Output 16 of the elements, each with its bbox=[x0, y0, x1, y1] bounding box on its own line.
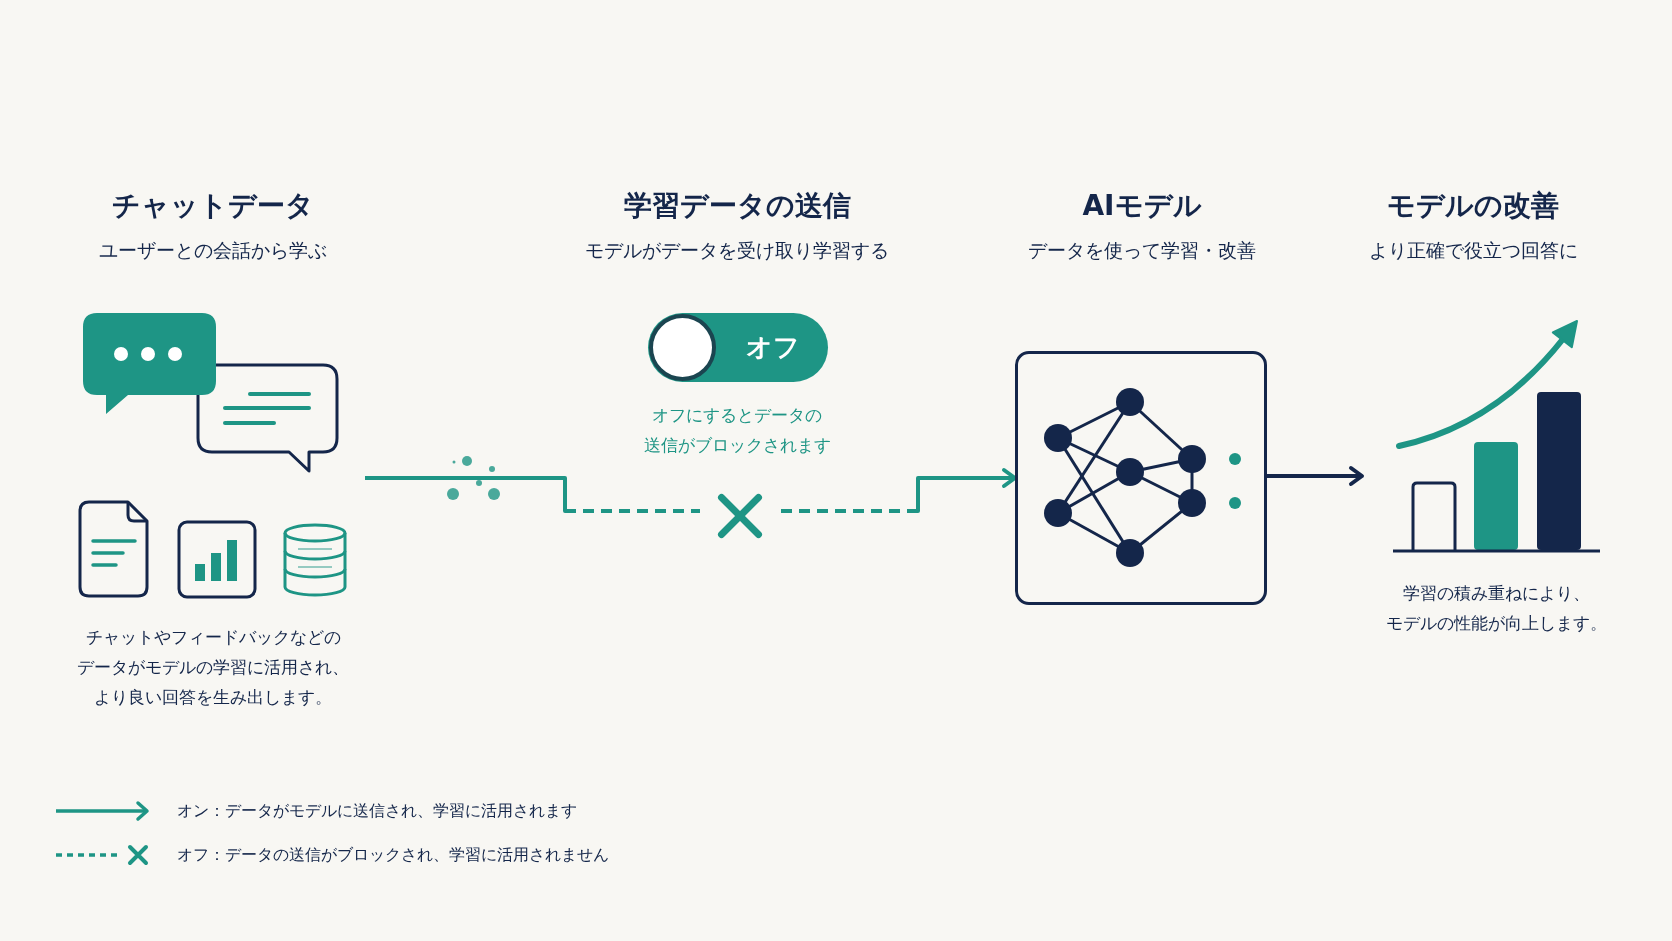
caption-text: 学習の積み重ねにより、モデルの性能が向上します。 bbox=[1385, 582, 1607, 635]
column-heading: モデルの改善 bbox=[1387, 188, 1559, 224]
toggle-switch: オフ bbox=[648, 313, 828, 382]
arrow bbox=[1267, 466, 1364, 486]
column-subtitle: ユーザーとの会話から学ぶ bbox=[99, 238, 327, 262]
caption-text: チャットやフィードバックなどのデータがモデルの学習に活用され、より良い回答を生み出します。 bbox=[77, 626, 349, 709]
column-subtitle: より正確で役立つ回答に bbox=[1368, 238, 1578, 262]
column-subtitle: モデルがデータを受け取り学習する bbox=[585, 238, 889, 262]
column-heading: チャットデータ bbox=[112, 188, 314, 224]
dashed-arrow bbox=[365, 468, 1017, 513]
legend-text: オン：データがモデルに送信され、学習に活用されます bbox=[177, 800, 577, 822]
column-subtitle: データを使って学習・改善 bbox=[1028, 238, 1256, 262]
legend-text: オフ：データの送信がブロックされ、学習に活用されません bbox=[177, 844, 609, 866]
column-heading: 学習データの送信 bbox=[623, 188, 851, 224]
column-heading: AIモデル bbox=[1082, 188, 1202, 224]
caption-text: オフにするとデータの送信がブロックされます bbox=[642, 404, 832, 457]
